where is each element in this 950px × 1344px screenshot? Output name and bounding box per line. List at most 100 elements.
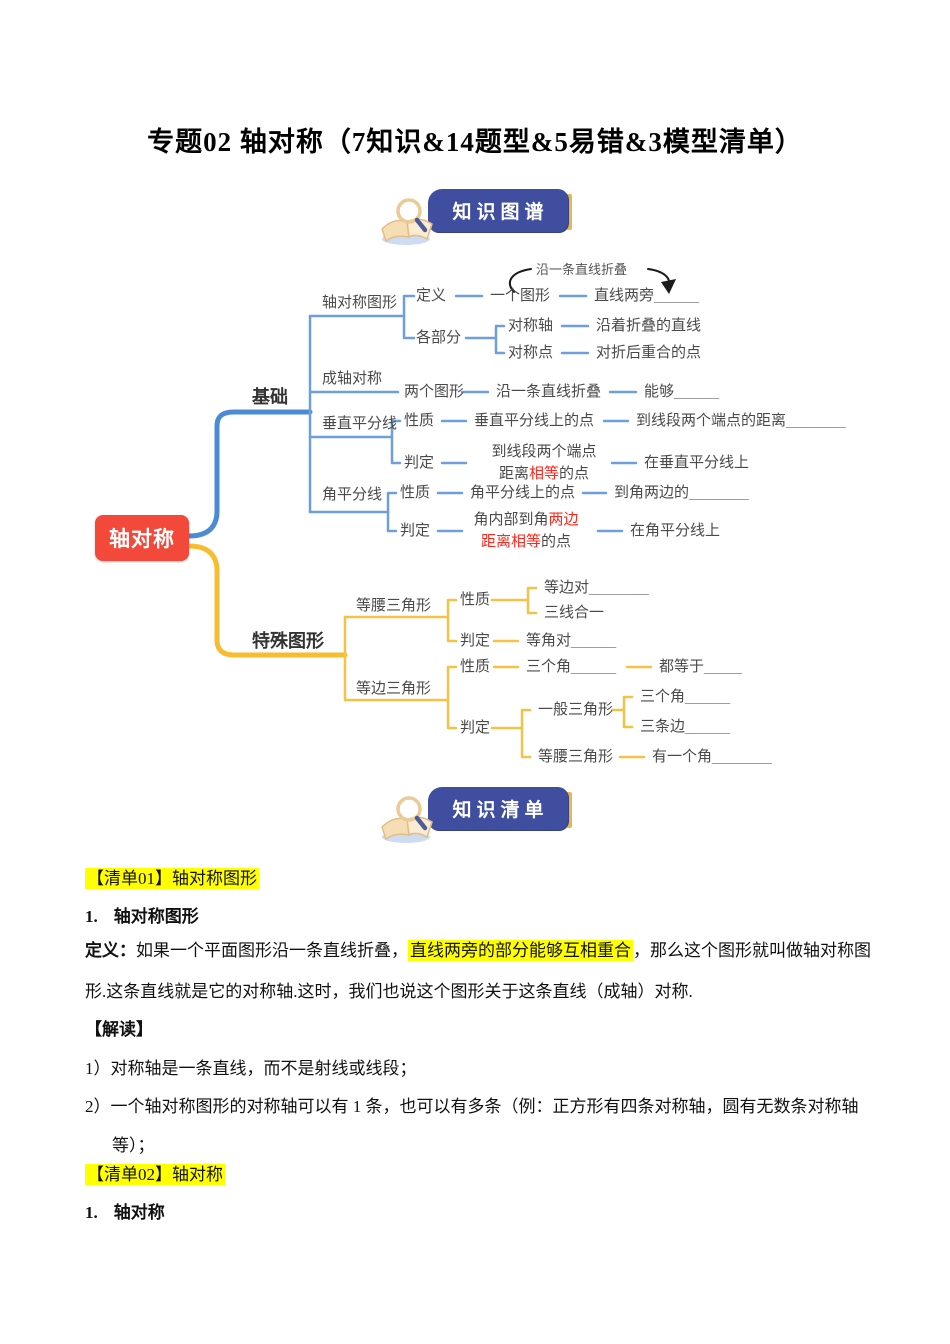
highlighted-heading: 【清单02】轴对称 (85, 1164, 225, 1185)
node-iso-cond1: 有一个角________ (652, 746, 772, 768)
node-isosceles-triangle: 等腰三角形 (356, 597, 432, 614)
blank-line: ______ (674, 383, 719, 400)
node-text: 三个角 (640, 688, 686, 705)
node-vbis-judge-predicate: 在垂直平分线上 (644, 454, 750, 471)
node-abis-judge-subject: 角内部到角两边 距离相等的点 (466, 509, 586, 553)
node-can-overlap: 能够______ (644, 381, 719, 403)
node-iso-prop2: 三线合一 (544, 604, 605, 621)
branch-label-base: 基础 (252, 387, 288, 407)
blue-elbow (186, 409, 313, 539)
node-iso-prop1: 等边对________ (544, 577, 649, 599)
mindmap-root-node: 轴对称 (95, 515, 189, 561)
definition-post: ，那么这个图形就叫做轴对称图 (633, 941, 871, 960)
knowledge-map-banner: 知识图谱 (378, 181, 588, 251)
node-equilateral-triangle: 等边三角形 (356, 680, 432, 697)
blank-line: ______ (654, 287, 699, 304)
node-cheng-axisym: 成轴对称 (322, 370, 383, 387)
node-text: 能够 (644, 383, 675, 400)
node-text: 直线两旁 (594, 287, 655, 304)
node-vbis-property: 性质 (404, 412, 435, 429)
node-text-red: 相等 (528, 465, 559, 482)
knowledge-list-banner: 知识清单 (378, 779, 588, 849)
node-definition: 定义 (416, 287, 447, 304)
node-vbis-prop-predicate: 到线段两个端点的距离________ (636, 410, 846, 432)
node-axisym-figure: 轴对称图形 (322, 294, 398, 311)
node-symmetry-axis-desc: 沿着折叠的直线 (596, 317, 702, 334)
node-text: 都等于 (659, 658, 705, 675)
blank-line: ________ (589, 579, 649, 596)
node-text: 三条边 (640, 718, 686, 735)
blank-line: ______ (685, 718, 730, 735)
node-text: 等边对 (544, 579, 590, 596)
node-iso-triangle-cond: 等腰三角形 (538, 748, 614, 765)
node-text-red: 两边 (548, 511, 579, 528)
heading-text: 轴对称 (113, 1203, 165, 1222)
node-text: 角内部到角 (473, 511, 549, 528)
banner-list-label: 知识清单 (452, 800, 549, 821)
node-abis-judge-predicate: 在角平分线上 (630, 522, 721, 539)
banner-accent-bar (566, 194, 572, 230)
section2-heading: 1. 轴对称 (85, 1200, 165, 1226)
node-text: 三个角 (526, 658, 572, 675)
point2-line2: 等）； (112, 1136, 155, 1155)
node-eq-prop2: 都等于_____ (659, 656, 742, 678)
node-fold-along-line: 沿一条直线折叠 (496, 383, 602, 400)
blank-line: ________ (786, 412, 846, 429)
node-symmetry-point: 对称点 (508, 344, 554, 361)
definition-pre: 如果一个平面图形沿一条直线折叠， (136, 941, 408, 960)
node-text-red: 距离相等 (480, 533, 541, 550)
banner-accent-bar (566, 792, 572, 828)
definition-label: 定义： (85, 941, 136, 960)
blank-line: ________ (712, 748, 772, 765)
node-vbis-judge-subject: 到线段两个端点 距离相等的点 (488, 441, 600, 485)
branch-label-special: 特殊图形 (252, 631, 324, 651)
node-text: 有一个角 (652, 748, 713, 765)
node-symmetry-point-desc: 对折后重合的点 (596, 344, 702, 361)
node-general-cond1: 三个角______ (640, 686, 730, 708)
node-eq-property: 性质 (460, 658, 491, 675)
node-parts: 各部分 (416, 329, 462, 346)
node-abis-prop-predicate: 到角两边的________ (614, 482, 749, 504)
heading-text: 轴对称图形 (113, 907, 199, 926)
node-iso-property: 性质 (460, 591, 491, 608)
list01-heading: 【清单01】轴对称图形 (85, 866, 259, 892)
node-abis-property: 性质 (400, 484, 431, 501)
node-text: 的点 (559, 465, 590, 482)
node-perp-bisector: 垂直平分线 (322, 415, 398, 432)
heading-number: 1. (85, 907, 98, 926)
node-general-triangle: 一般三角形 (538, 701, 614, 718)
node-text: 等角对 (526, 632, 572, 649)
node-text: 到线段两个端点的距离 (636, 412, 787, 429)
node-two-figures: 两个图形 (404, 383, 465, 400)
node-text: 到线段两个端点 (491, 443, 597, 460)
blank-line: _____ (704, 658, 742, 675)
node-vbis-judge: 判定 (404, 454, 435, 471)
definition-line2: 形.这条直线就是它的对称轴.这时，我们也说这个图形关于这条直线（成轴）对称. (85, 982, 693, 1001)
point1-text: 1）对称轴是一条直线，而不是射线或线段； (85, 1059, 417, 1078)
node-eq-judge: 判定 (460, 719, 491, 736)
fold-annotation: 沿一条直线折叠 (536, 262, 628, 277)
heading-number: 1. (85, 1203, 98, 1222)
blank-line: ______ (685, 688, 730, 705)
node-one-figure: 一个图形 (490, 287, 551, 304)
node-text: 距离 (498, 465, 529, 482)
node-eq-prop1: 三个角______ (526, 656, 616, 678)
node-symmetry-axis: 对称轴 (508, 317, 554, 334)
highlighted-heading: 【清单01】轴对称图形 (85, 868, 259, 889)
node-angle-bisector: 角平分线 (322, 486, 383, 503)
definition-line1: 定义：如果一个平面图形沿一条直线折叠，直线两旁的部分能够互相重合，那么这个图形就… (85, 938, 871, 964)
book-magnifier-icon (381, 796, 433, 843)
root-label: 轴对称 (109, 528, 175, 551)
node-iso-judge1: 等角对______ (526, 630, 616, 652)
blank-line: ________ (689, 484, 749, 501)
blank-line: ______ (571, 632, 616, 649)
banner-plate: 知识清单 (428, 787, 568, 830)
node-general-cond2: 三条边______ (640, 716, 730, 738)
banner-map-label: 知识图谱 (452, 202, 549, 223)
node-vbis-prop-subject: 垂直平分线上的点 (474, 412, 595, 429)
jiedu-heading: 【解读】 (85, 1020, 153, 1039)
blank-line: ______ (571, 658, 616, 675)
node-iso-judge: 判定 (460, 632, 491, 649)
banner-plate: 知识图谱 (428, 189, 568, 232)
